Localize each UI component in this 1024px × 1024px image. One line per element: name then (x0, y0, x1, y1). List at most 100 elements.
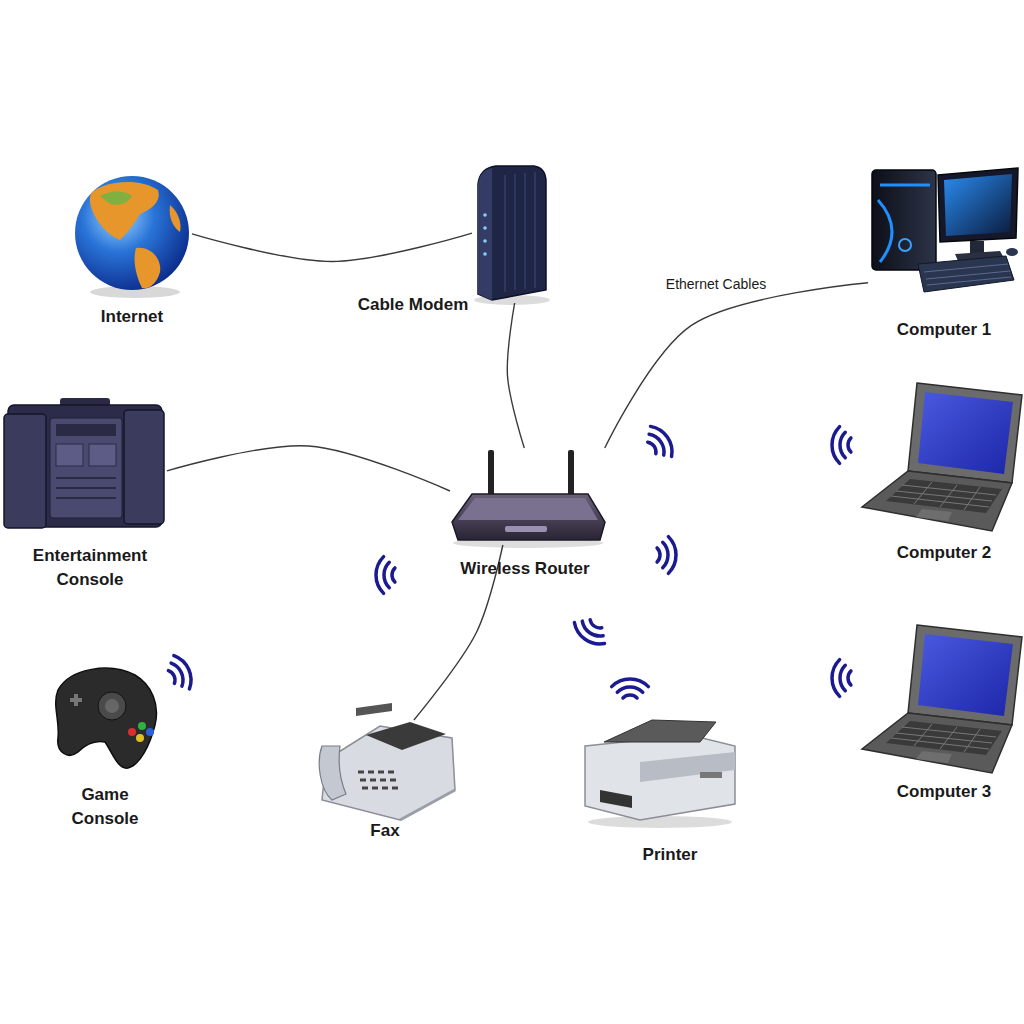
device-node: Fax (318, 720, 458, 822)
fax-keypad (358, 772, 398, 788)
printer-front (640, 752, 735, 782)
wifi-wave (657, 537, 676, 574)
router-lights (505, 526, 547, 532)
wifi-wave (832, 427, 851, 464)
device-node: Wireless Router (450, 448, 605, 545)
stereo-speaker (124, 410, 164, 524)
modem-ridges (505, 172, 535, 292)
continent (100, 192, 132, 205)
keyboard (918, 256, 1014, 292)
modem-body (478, 166, 546, 300)
printer-panel (700, 772, 722, 778)
device-label-group: Cable Modem (333, 293, 493, 317)
edge-label: Ethernet Cables (666, 276, 766, 292)
printer-icon (585, 720, 735, 828)
device-label-group: Computer 1 (864, 318, 1024, 342)
modem-icon (474, 166, 550, 305)
cable-line (507, 303, 524, 448)
router-antenna (488, 450, 494, 498)
printer-shadow (588, 816, 732, 828)
controller-icon (56, 668, 157, 768)
modem-led (483, 252, 487, 256)
device-node: Cable Modem (472, 163, 548, 303)
wifi-wave (641, 422, 678, 463)
device-label: Cable Modem (333, 293, 493, 317)
device-label-group: Entertainment Console (15, 544, 165, 592)
router-icon (452, 450, 605, 548)
device-label: Fax (345, 819, 425, 843)
globe-icon (75, 176, 189, 298)
device-node: Computer 2 (862, 383, 1022, 533)
wifi-wave (570, 613, 611, 650)
modem-led (483, 239, 487, 243)
controller-button (138, 722, 146, 730)
continent (135, 248, 161, 289)
device-label: Game Console (60, 783, 150, 831)
cassette-slot (89, 444, 116, 466)
stereo-icon (4, 398, 164, 528)
device-label-group: Wireless Router (435, 557, 615, 581)
device-label: Computer 1 (864, 318, 1024, 342)
mouse (1006, 248, 1018, 256)
printer-body (585, 735, 735, 820)
modem-led (483, 213, 487, 217)
monitor-screen (944, 174, 1012, 236)
thumbstick-cap (105, 699, 119, 713)
device-label-group: Game Console (60, 783, 150, 831)
d-pad (70, 694, 82, 706)
fax-feeder (366, 722, 446, 750)
device-label: Internet (62, 305, 202, 329)
controller-button (128, 728, 136, 736)
controller-body (56, 668, 157, 768)
cable-line (167, 446, 450, 491)
device-label-group: Internet (62, 305, 202, 329)
device-label-group: Computer 3 (864, 780, 1024, 804)
device-node: Computer 3 (862, 625, 1022, 775)
laptop-icon (862, 625, 1022, 773)
tower-glow (878, 185, 930, 262)
keyboard-keys (924, 264, 1011, 285)
device-node: Computer 1 (868, 165, 1020, 305)
device-label: Printer (620, 843, 720, 867)
wifi-wave (832, 660, 851, 697)
device-label-group: Printer (620, 843, 720, 867)
router-top (458, 498, 598, 520)
device-node: Entertainment Console (2, 398, 167, 532)
controller-button (146, 728, 154, 736)
device-label-group: Computer 2 (864, 541, 1024, 565)
wifi-wave (612, 679, 649, 698)
fax-display (356, 703, 392, 716)
desktop-icon (872, 168, 1018, 292)
stereo-lines (56, 478, 116, 498)
tower-button (899, 239, 911, 251)
device-node: Internet (74, 176, 192, 292)
device-label: Wireless Router (435, 557, 615, 581)
modem-front (478, 168, 492, 300)
device-label: Computer 2 (864, 541, 1024, 565)
globe-sphere (75, 176, 189, 290)
fax-handset (319, 746, 346, 800)
cable-line (192, 233, 472, 261)
continent (90, 182, 159, 240)
device-label: Computer 3 (864, 780, 1024, 804)
stereo-display (56, 424, 116, 436)
wifi-wave (376, 557, 395, 594)
thumbstick (98, 692, 126, 720)
fax-edge (400, 790, 455, 820)
device-node: Printer (580, 715, 737, 825)
printer-slot (600, 790, 632, 808)
stereo-deck (50, 418, 122, 518)
monitor-frame (938, 168, 1018, 242)
router-antenna (568, 450, 574, 498)
device-label-group: Fax (345, 819, 425, 843)
stereo-speaker (4, 414, 46, 528)
printer-feeder (604, 720, 716, 742)
controller-button (136, 734, 144, 742)
router-body (452, 494, 605, 540)
modem-led (483, 226, 487, 230)
laptop-icon (862, 383, 1022, 531)
pc-tower (872, 170, 936, 270)
